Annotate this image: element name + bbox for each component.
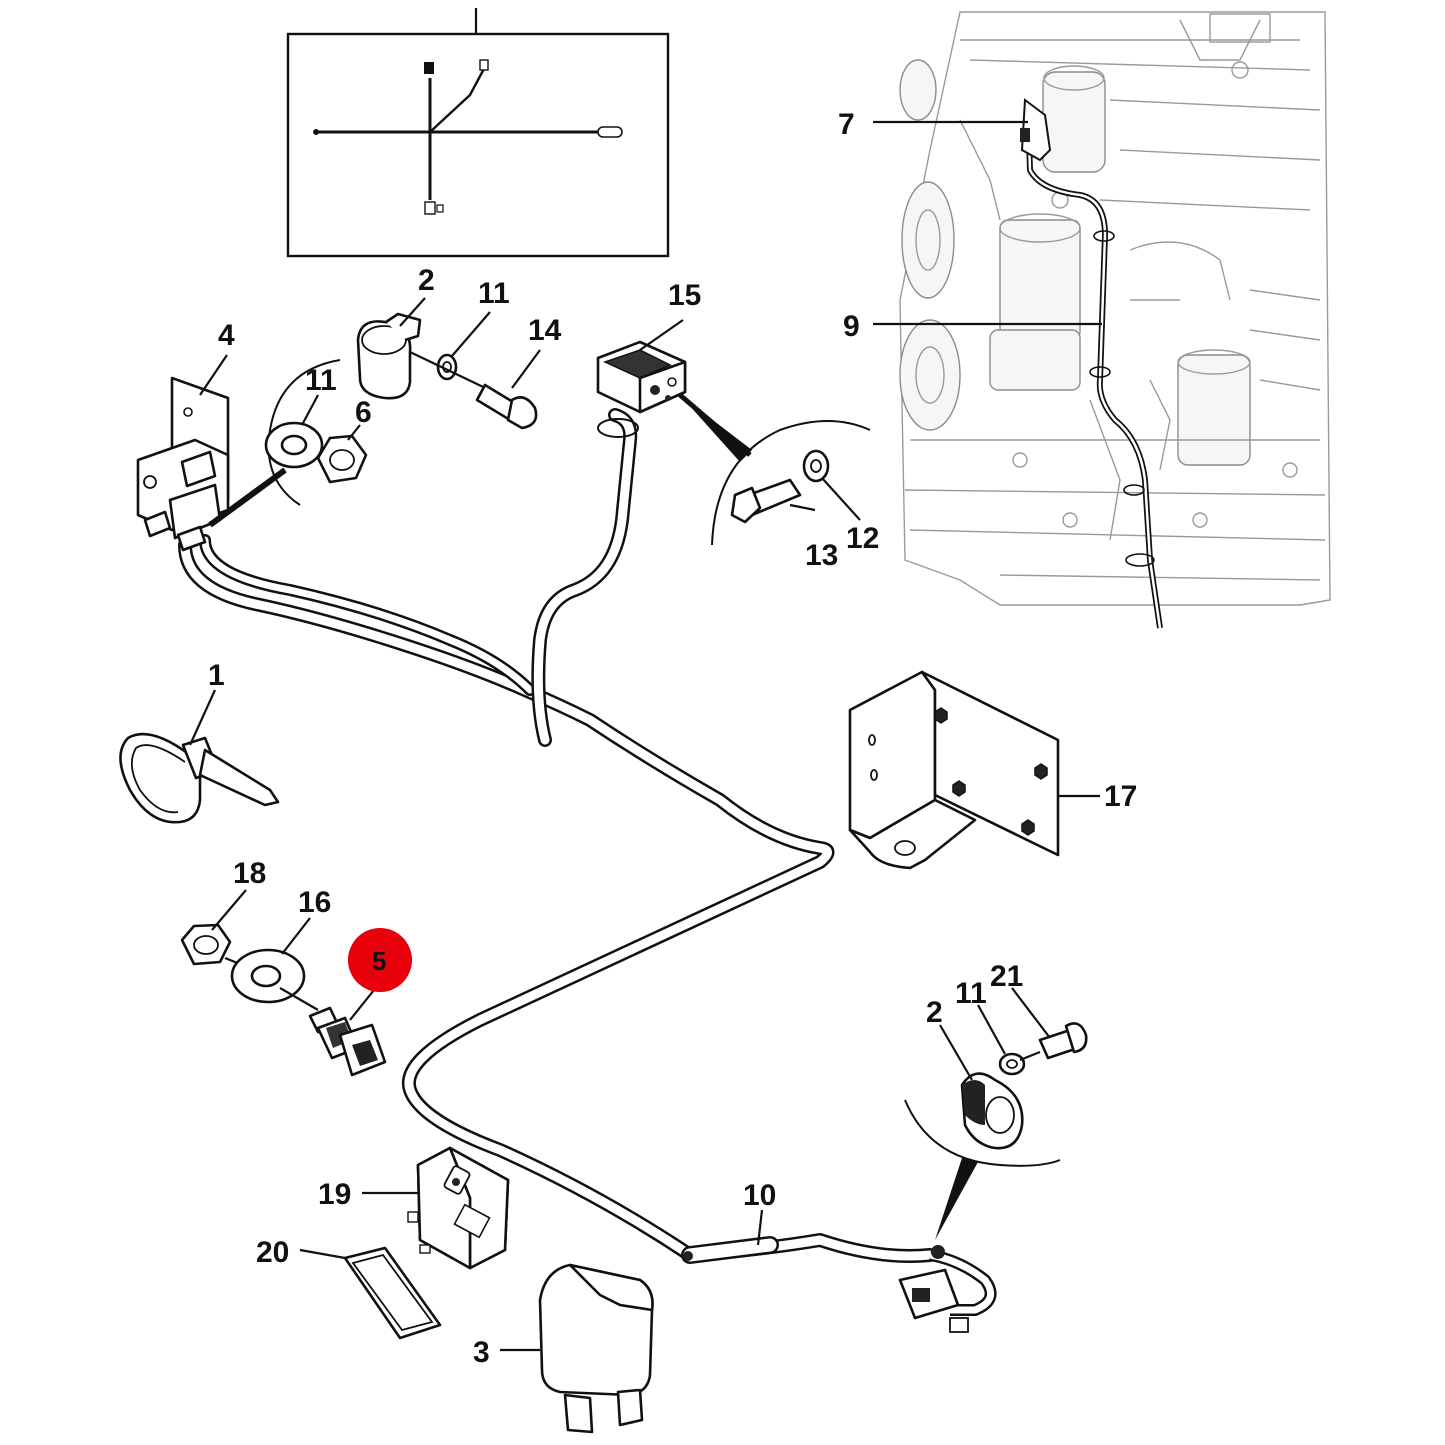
part-3-relay bbox=[538, 1263, 654, 1434]
callout-15: 15 bbox=[668, 279, 701, 312]
callout-7: 7 bbox=[838, 108, 855, 141]
part-5-sensor bbox=[308, 1006, 387, 1077]
callout-2-bottom: 2 bbox=[926, 996, 943, 1029]
detail-circle-12-13 bbox=[711, 420, 871, 546]
callout-20: 20 bbox=[256, 1236, 289, 1269]
callout-1: 1 bbox=[208, 659, 225, 692]
part-17-bracket bbox=[848, 670, 1060, 870]
detail-circle-2-11-21 bbox=[904, 1099, 1061, 1167]
callout-13: 13 bbox=[805, 539, 838, 572]
callout-9: 9 bbox=[843, 310, 860, 343]
part-11-washer-bottom bbox=[998, 1052, 1026, 1076]
callout-14: 14 bbox=[528, 314, 562, 347]
part-21-bolt bbox=[1038, 1022, 1088, 1060]
part-2-clamp-bottom bbox=[960, 1072, 1024, 1150]
detail-pointer-2-bottom bbox=[935, 1158, 978, 1240]
callout-12: 12 bbox=[846, 522, 879, 555]
part-19-switch bbox=[407, 1146, 510, 1270]
part-12-washer bbox=[802, 449, 830, 483]
callout-18: 18 bbox=[233, 857, 266, 890]
part-2-clamp-top bbox=[356, 312, 422, 400]
callout-2-top: 2 bbox=[418, 264, 435, 297]
callout-11-top: 11 bbox=[478, 277, 510, 310]
callout-labels: 1 2 2 3 4 5 6 7 9 10 11 11 11 12 13 14 1… bbox=[208, 108, 1137, 1369]
engine-illustration bbox=[899, 11, 1331, 629]
callout-11-left: 11 bbox=[305, 364, 337, 397]
wiring-harness bbox=[178, 408, 997, 1333]
part-18-nut bbox=[180, 923, 232, 966]
part-14-bolt bbox=[475, 383, 538, 430]
part-1-cable-tie bbox=[119, 732, 280, 824]
callout-5: 5 bbox=[372, 946, 386, 976]
callout-21: 21 bbox=[990, 960, 1023, 993]
part-11-washer-left bbox=[264, 421, 324, 469]
part-15-connector bbox=[596, 340, 687, 414]
part-13-bolt bbox=[730, 478, 802, 524]
callout-3: 3 bbox=[473, 1336, 490, 1369]
harness-overview-inset bbox=[286, 8, 670, 258]
part-4-module-bracket bbox=[136, 376, 230, 552]
callout-4: 4 bbox=[218, 319, 235, 352]
callout-6: 6 bbox=[355, 396, 372, 429]
callout-16: 16 bbox=[298, 886, 331, 919]
part-16-washer bbox=[230, 948, 306, 1004]
callout-17: 17 bbox=[1104, 780, 1137, 813]
part-20-gasket bbox=[343, 1246, 442, 1340]
callout-19: 19 bbox=[318, 1178, 351, 1211]
callout-11-bottom: 11 bbox=[955, 977, 987, 1010]
highlight-marker-part-5 bbox=[348, 928, 412, 992]
part-6-nut bbox=[316, 434, 368, 484]
callout-10: 10 bbox=[743, 1179, 776, 1212]
